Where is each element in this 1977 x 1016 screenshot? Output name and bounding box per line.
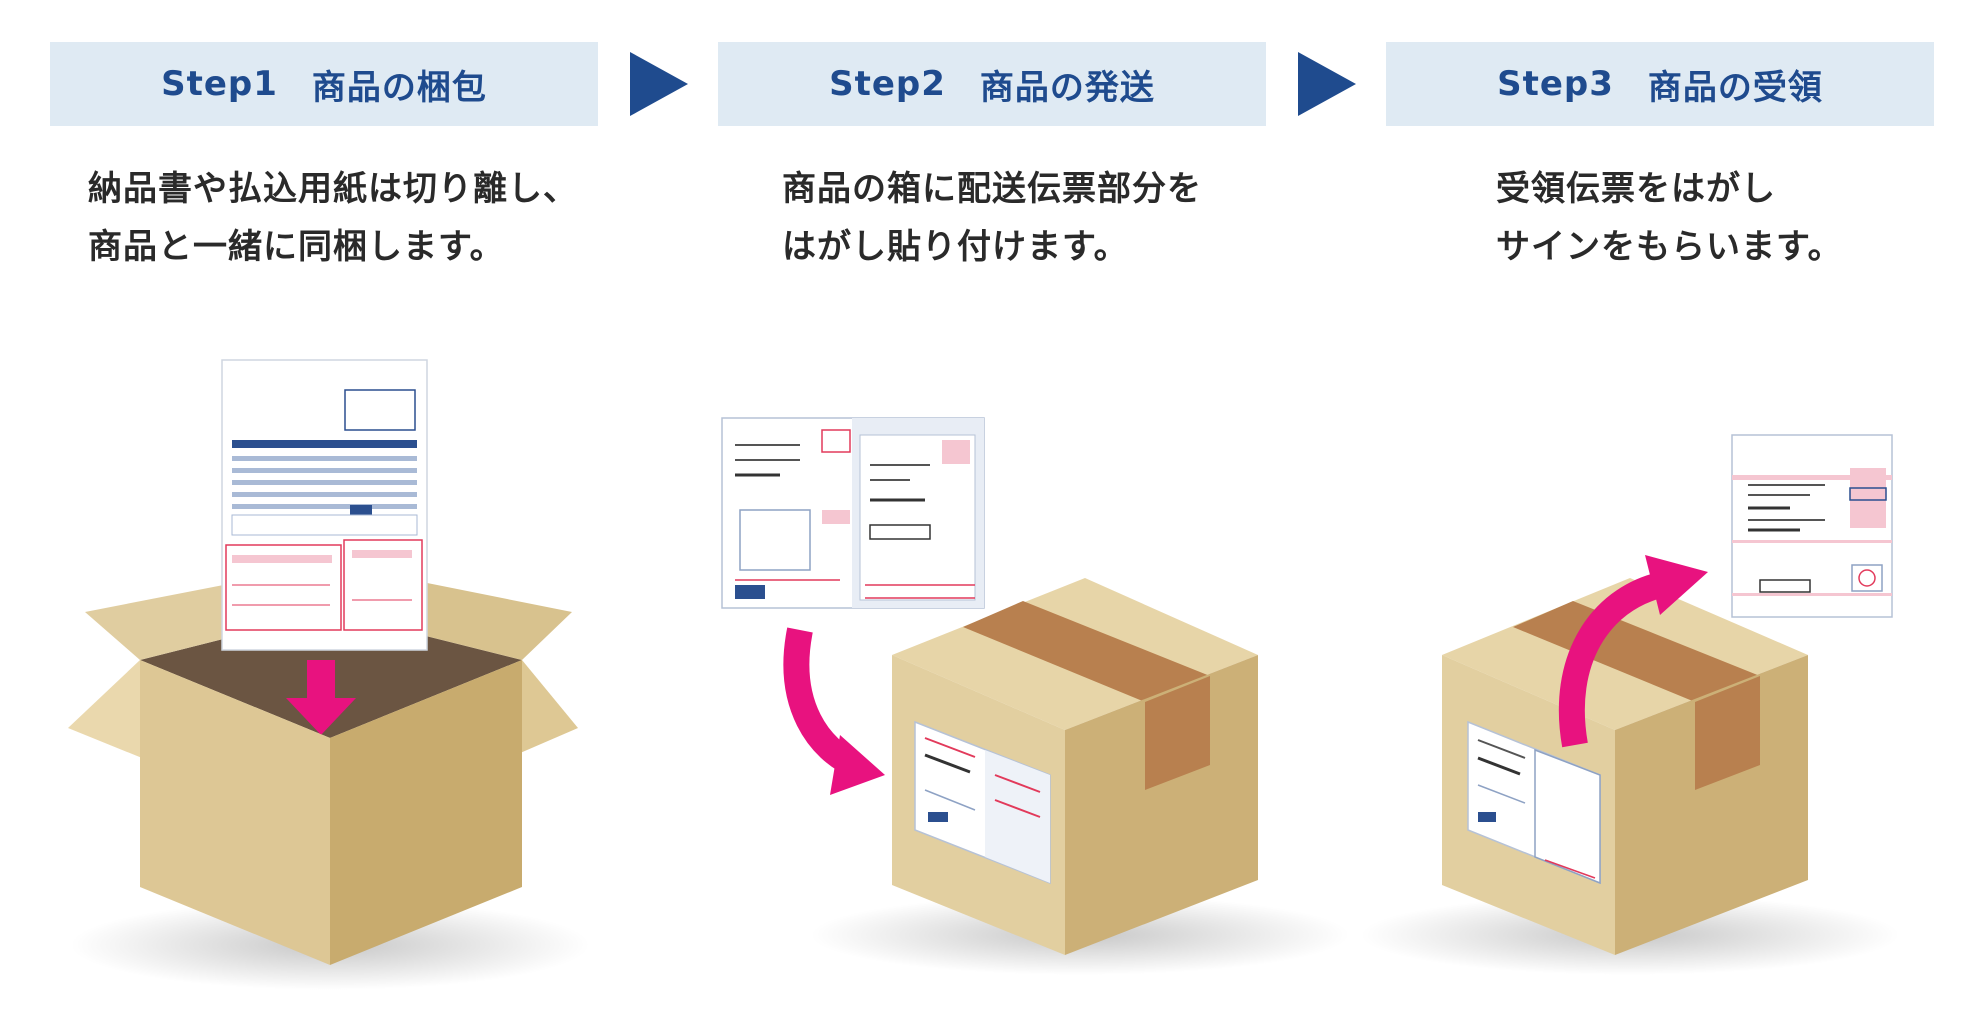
shipping-slip-icon [721, 417, 985, 609]
step3-header: Step3 商品の受領 [1386, 42, 1934, 126]
receipt-box-illustration [1360, 434, 1900, 975]
step2-title: 商品の発送 [979, 67, 1155, 108]
step3-label: Step3 [1497, 64, 1614, 104]
step1-description: 納品書や払込用紙は切り離し、 商品と一緒に同梱します。 [88, 160, 578, 276]
document-icon [221, 359, 428, 651]
curved-arrow-icon [783, 627, 885, 795]
shipping-label-icon [914, 720, 1051, 885]
step3-description-line1: 受領伝票をはがし [1496, 169, 1776, 209]
step2-description-line1: 商品の箱に配送伝票部分を [782, 169, 1202, 209]
step1-title: 商品の梱包 [311, 67, 487, 108]
step1-label: Step1 [161, 64, 278, 104]
step-arrow-icon [1298, 52, 1356, 116]
receipt-slip-icon [1731, 434, 1893, 618]
sealed-box-illustration [721, 417, 1350, 975]
step2-header: Step2 商品の発送 [718, 42, 1266, 126]
curved-arrow-icon [1558, 555, 1708, 748]
step1-header: Step1 商品の梱包 [50, 42, 598, 126]
step2-label: Step2 [829, 64, 946, 104]
open-box-illustration [68, 359, 590, 990]
step1-description-line2: 商品と一緒に同梱します。 [88, 227, 505, 267]
step2-description-line2: はがし貼り付けます。 [782, 227, 1129, 267]
step2-description: 商品の箱に配送伝票部分を はがし貼り付けます。 [782, 160, 1202, 276]
step-arrow-icon [630, 52, 688, 116]
step3-title: 商品の受領 [1647, 67, 1823, 108]
step3-description-line2: サインをもらいます。 [1496, 227, 1843, 267]
step1-description-line1: 納品書や払込用紙は切り離し、 [88, 169, 578, 209]
remaining-label-icon [1467, 720, 1601, 885]
step3-description: 受領伝票をはがし サインをもらいます。 [1496, 160, 1843, 276]
down-arrow-icon [286, 660, 356, 735]
